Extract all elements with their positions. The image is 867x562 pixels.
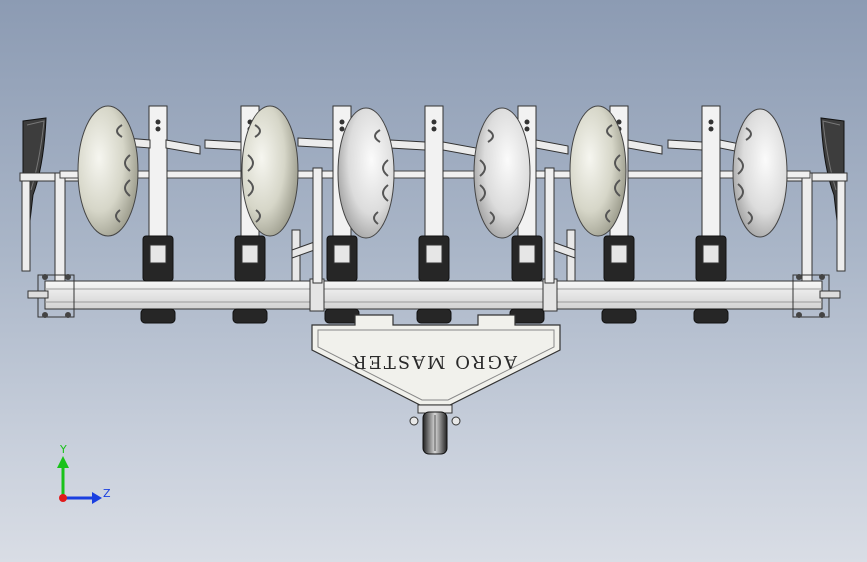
- triad-icon: [57, 456, 102, 504]
- disc-5: [569, 105, 627, 237]
- disc-4: [473, 107, 531, 239]
- tine-7: [693, 105, 729, 324]
- hitch-wheel: [409, 404, 461, 455]
- right-side-arm: [786, 172, 848, 284]
- right-vertical-post: [544, 167, 555, 284]
- left-vertical-post: [312, 167, 323, 284]
- disc-1: [77, 105, 139, 237]
- left-side-arm: [19, 172, 81, 284]
- tine-arms: [124, 137, 751, 157]
- tine-4: [416, 105, 452, 324]
- axis-z-label: Z: [103, 487, 111, 500]
- main-frame-beam: [27, 274, 841, 318]
- brand-plate-text: AGRO MASTER: [351, 351, 518, 372]
- disc-6: [732, 108, 788, 238]
- disc-2: [241, 105, 299, 237]
- disc-3: [337, 107, 395, 239]
- tine-1: [140, 105, 176, 324]
- axis-y-label: Y: [59, 443, 67, 456]
